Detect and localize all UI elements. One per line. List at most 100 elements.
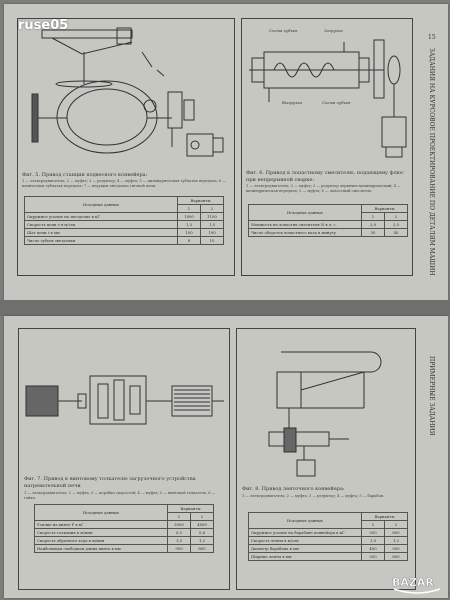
table-cell: 400 [361, 544, 385, 553]
table-cell: 10 [200, 236, 224, 245]
figure-5-drawing [31, 27, 224, 157]
table-cell: Окружное усилие на барабане конвейера в … [248, 528, 362, 537]
table-cell: 600 [384, 528, 408, 537]
figure-6-caption: Фиг. 6. Привод к лопастному смесителю, п… [246, 170, 404, 183]
figure-8-caption: Фиг. 8. Привод ленточного конвейера: [242, 486, 345, 492]
table-cell: 1000 [177, 212, 201, 221]
table-cell: 1,2 [384, 536, 408, 545]
table-variant-label: Варианты [361, 204, 408, 213]
table-variant: 2 [384, 520, 408, 529]
watermark: ruse05 [18, 18, 69, 33]
page-gap [0, 300, 450, 316]
figure-5-frame [17, 18, 235, 276]
table-header: Исходные данные [248, 204, 362, 221]
table-cell: 2,5 [384, 220, 408, 229]
table-cell: 1100 [200, 212, 224, 221]
figure-5-legend: 1 — электродвигатель; 2 — муфта; 3 — ред… [22, 179, 227, 188]
table-cell: 1,2 [190, 536, 214, 545]
figure-6-frame [241, 18, 413, 276]
table-cell: 2,0 [361, 220, 385, 229]
table-header: Исходные данные [248, 512, 362, 529]
table-cell: Скорость обратного хода в м/мин [34, 536, 168, 545]
table-cell: Скорость цепи v в м/сек [24, 220, 178, 229]
table-row: Окружное усилие на барабане конвейера в … [248, 528, 408, 537]
table-variant: 2 [190, 512, 214, 521]
table-cell: 500 [361, 552, 385, 561]
table-cell: 1,0 [167, 536, 191, 545]
figure-8-legend: 1 — электродвигатель; 2 — муфта; 3 — ред… [242, 494, 385, 498]
figure-6-label-top2: Загрузка [324, 28, 343, 33]
bazar-logo-icon: BAZAR [392, 576, 441, 594]
table-cell: 8 [177, 236, 201, 245]
svg-text:BAZAR: BAZAR [392, 576, 434, 589]
table-cell: Число зубьев звездочки [24, 236, 178, 245]
table-variant: 1 [361, 520, 385, 529]
table-variant: 1 [177, 204, 201, 213]
table-cell: Число оборотов лопастного вала в минуту [248, 228, 362, 237]
figure-6-table: Исходные данные Варианты 1 2 Мощность на… [248, 204, 408, 237]
table-cell: Окружное усилие на звездочке в кГ [24, 212, 178, 221]
table-variant-label: Варианты [361, 512, 408, 521]
table-cell: 1,5 [200, 220, 224, 229]
table-cell: Скорость толкания в м/мин [34, 528, 168, 537]
table-variant: 1 [167, 512, 191, 521]
table-cell: Диаметр барабана в мм [248, 544, 362, 553]
table-cell: 1,0 [361, 536, 385, 545]
figure-6-label-bottom: Выгрузка [282, 100, 303, 105]
table-cell: 40 [384, 228, 408, 237]
table-cell: 500 [361, 528, 385, 537]
running-head-bottom: ПРИМЕРНЫЕ ЗАДАНИЯ [428, 356, 435, 436]
table-cell: 3000 [167, 520, 191, 529]
figure-5-table: Исходные данные Варианты 1 2 Окружное ус… [24, 196, 224, 245]
table-header: Исходные данные [34, 504, 168, 521]
page-number: 15 [428, 34, 436, 41]
table-cell: 0,6 [190, 528, 214, 537]
book-page-top: Фиг. 5. Привод станции подвесного конвей… [4, 4, 448, 300]
table-header: Исходные данные [24, 196, 178, 213]
figure-6-drawing [249, 39, 407, 158]
table-cell: Скорость ленты в м/сек [248, 536, 362, 545]
table-variant: 2 [384, 212, 408, 221]
running-head-top: ЗАДАНИЯ НА КУРСОВОЕ ПРОЕКТИРОВАНИЕ ПО ДЕ… [428, 48, 435, 276]
figure-7-caption: Фиг. 7. Привод к винтовому толкателю заг… [24, 476, 196, 489]
figure-6-label-top: Схема зубьев [269, 28, 298, 33]
table-cell: Усилие на винте Р в кГ [34, 520, 168, 529]
table-cell: Ширина ленты в мм [248, 552, 362, 561]
figure-6-label-bottom2: Схема зубьев [322, 100, 351, 105]
table-cell: 500 [384, 544, 408, 553]
figure-7-table: Исходные данные Варианты 1 2 Усилие на в… [34, 504, 214, 553]
figure-8-table: Исходные данные Варианты 1 2 Окружное ус… [248, 512, 408, 561]
table-cell: 600 [384, 552, 408, 561]
table-variant-label: Варианты [167, 504, 214, 513]
figure-7-frame [18, 328, 230, 590]
table-variant-label: Варианты [177, 196, 224, 205]
figure-8-frame [236, 328, 416, 590]
figure-7-drawing [25, 375, 224, 425]
table-cell: 900 [167, 544, 191, 553]
table-cell: Шаг цепи t в мм [24, 228, 178, 237]
book-page-bottom: Фиг. 7. Привод к винтовому толкателю заг… [4, 316, 448, 598]
table-cell: 1,3 [177, 220, 201, 229]
table-row: Мощность на лопастях смесителя N в л. с.… [248, 220, 408, 229]
table-cell: 800 [190, 544, 214, 553]
figure-5-caption: Фиг. 5. Привод станции подвесного конвей… [22, 172, 148, 178]
table-variant: 2 [200, 204, 224, 213]
table-cell: 4000 [190, 520, 214, 529]
table-cell: 0,5 [167, 528, 191, 537]
table-cell: Мощность на лопастях смесителя N в л. с. [248, 220, 362, 229]
figure-7-legend: 1 — электродвигатель; 2 — муфта; 3 — кор… [24, 491, 216, 500]
figure-6-legend: 1 — электродвигатель; 2 — муфта; 3 — ред… [246, 184, 401, 193]
table-cell: 30 [361, 228, 385, 237]
table-variant: 1 [361, 212, 385, 221]
